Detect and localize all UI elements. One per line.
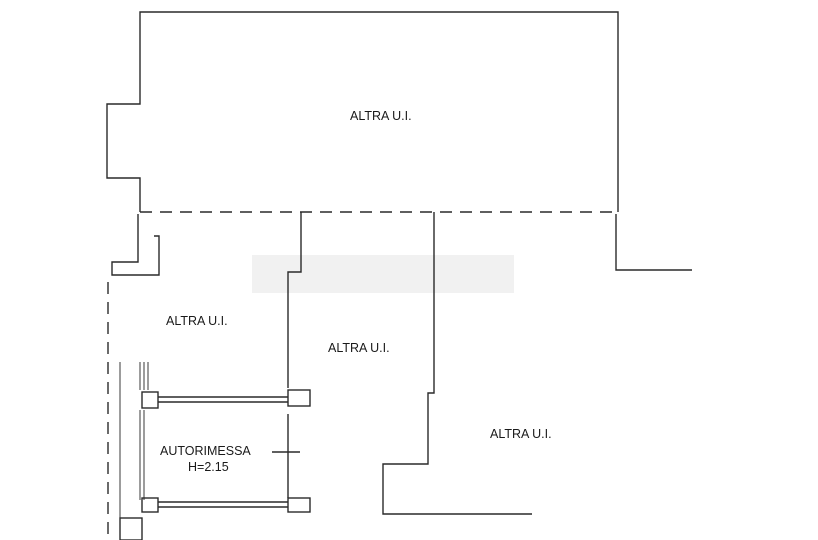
garage-label: AUTORIMESSA xyxy=(160,444,251,458)
room-label-right: ALTRA U.I. xyxy=(490,427,552,441)
partition-center-right xyxy=(382,212,532,515)
partition-left-center xyxy=(287,212,302,388)
room-label-left: ALTRA U.I. xyxy=(166,314,228,328)
left-stub-wall xyxy=(111,214,160,276)
room-label-center: ALTRA U.I. xyxy=(328,341,390,355)
garage-upper-right-post xyxy=(287,389,311,407)
garage-lower-right-post xyxy=(287,497,311,513)
bottom-left-fragment xyxy=(119,517,143,540)
right-corner-wall xyxy=(615,214,692,271)
garage-lower-left-post xyxy=(141,497,159,513)
room-label-top: ALTRA U.I. xyxy=(350,109,412,123)
top-unit-wall xyxy=(106,11,619,212)
garage-height-label: H=2.15 xyxy=(188,460,229,474)
scan-smudge xyxy=(252,255,514,293)
garage-upper-left-post xyxy=(141,391,159,409)
